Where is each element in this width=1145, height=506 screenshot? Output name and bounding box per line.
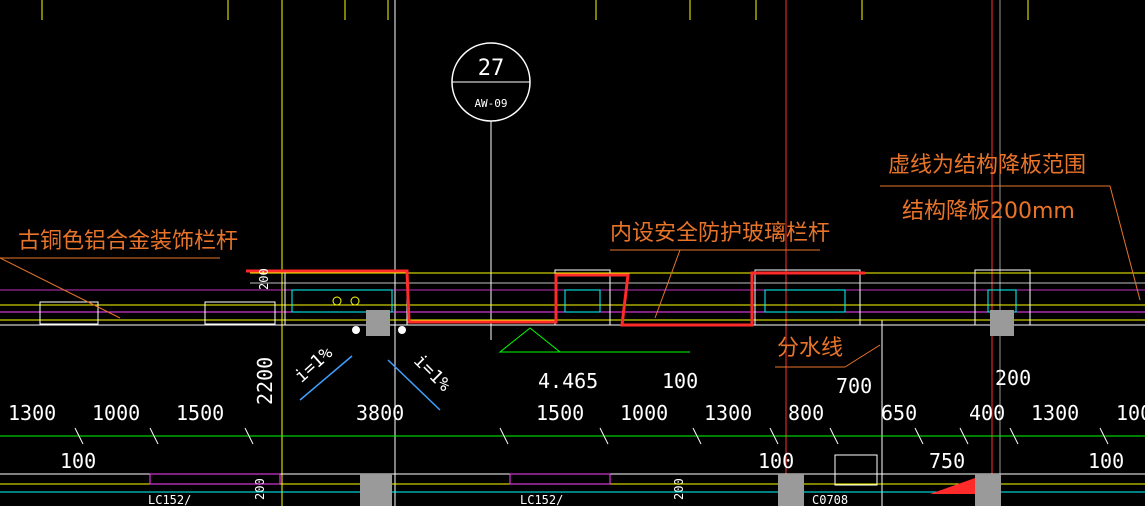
label-glass-railing: 内设安全防护玻璃栏杆 (610, 221, 830, 246)
dim-cell: 1000 (620, 401, 668, 425)
slope-right: i=1% (409, 350, 455, 396)
label-slab-drop: 结构降板200mm (902, 199, 1075, 224)
label-bronze-railing: 古铜色铝合金装饰栏杆 (18, 229, 238, 254)
section-number: 27 (478, 56, 505, 81)
red-highlight (246, 269, 865, 327)
elevation-marker: 4.465 (498, 327, 690, 393)
dim2-cell: 750 (929, 449, 965, 473)
dim-200a: 200 (995, 366, 1031, 390)
elevation-value: 4.465 (538, 369, 598, 393)
dim-2200: 2200 (253, 357, 277, 405)
dim-cell: 1000 (92, 401, 140, 425)
dimension-row: 1300 1000 1500 3800 1500 1000 1300 800 6… (0, 401, 1145, 445)
section-mark: 27 AW-09 (451, 42, 531, 340)
dim-700: 700 (836, 374, 872, 398)
dim-cell: 400 (969, 401, 1005, 425)
window-tag: LC152/ (520, 493, 563, 506)
leader-lines (0, 185, 1141, 368)
dim-cell: 1500 (176, 401, 224, 425)
section-sheet: AW-09 (474, 97, 507, 110)
slope-left: i=1% (291, 342, 337, 387)
dim-cell: 3800 (356, 401, 404, 425)
grid-lines (41, 0, 1029, 506)
railing-plan (0, 269, 1145, 336)
dim-200-vert-top: 200 (257, 268, 271, 290)
window-tag: C0708 (812, 493, 848, 506)
dim-cell: 1500 (536, 401, 584, 425)
dim-cell: 650 (881, 401, 917, 425)
window-tag: LC152/ (148, 493, 191, 506)
dim-cell: 1300 (1031, 401, 1079, 425)
dim-cell: 800 (788, 401, 824, 425)
slope-arrows: i=1% i=1% (291, 342, 455, 411)
dim-200-vert-mid: 200 (672, 478, 686, 500)
dim-200-vert-bot: 200 (253, 478, 267, 500)
dim-cell: 1300 (704, 401, 752, 425)
dim2-cell: 100 (1088, 449, 1124, 473)
dim-cell: 100 (1116, 401, 1145, 425)
dim-cell: 1300 (8, 401, 56, 425)
lower-wall: 100 100 750 100 LC152/ LC152/ C0708 (0, 449, 1145, 506)
dim2-cell: 100 (60, 449, 96, 473)
dim2-cell: 100 (758, 449, 794, 473)
label-drain-line: 分水线 (777, 336, 843, 361)
label-dashed-note: 虚线为结构降板范围 (888, 153, 1086, 178)
dim-100a: 100 (662, 369, 698, 393)
